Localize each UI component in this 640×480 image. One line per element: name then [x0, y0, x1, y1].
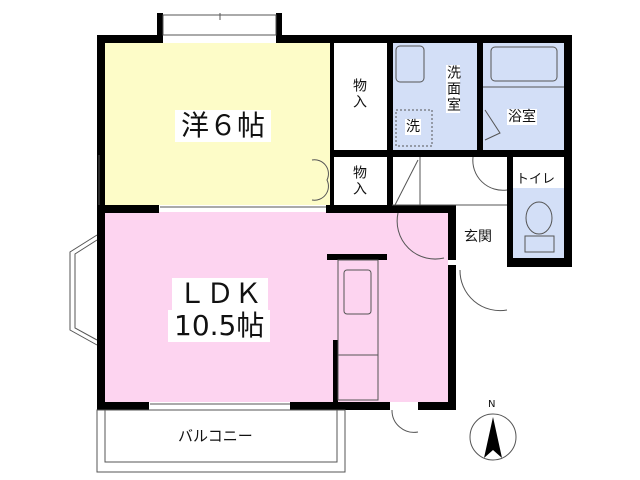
- room-label-bathroom: 浴室: [507, 109, 537, 125]
- room-label-washroom: 洗面室: [445, 65, 461, 113]
- bathroom-fill: [483, 43, 564, 150]
- ldk-fill: [105, 212, 448, 402]
- room-label-ldk-line2: 10.5帖: [168, 310, 271, 342]
- compass-needle-icon: [484, 417, 502, 458]
- toilet-fill: [513, 188, 564, 258]
- room-label-closet-upper: 物入: [351, 78, 367, 110]
- room-label-washer: 洗: [405, 119, 421, 135]
- room-label-closet-lower: 物入: [351, 165, 367, 197]
- room-label-ldk-line1: ＬＤＫ: [172, 278, 269, 310]
- walls: [97, 13, 572, 410]
- room-label-toilet: トイレ: [516, 172, 556, 187]
- room-label-western: 洋６帖: [175, 110, 272, 142]
- room-label-balcony: バルコニー: [178, 427, 253, 445]
- compass-north-label: N: [488, 399, 496, 410]
- fixtures: [69, 13, 564, 473]
- room-label-entrance: 玄関: [464, 229, 492, 245]
